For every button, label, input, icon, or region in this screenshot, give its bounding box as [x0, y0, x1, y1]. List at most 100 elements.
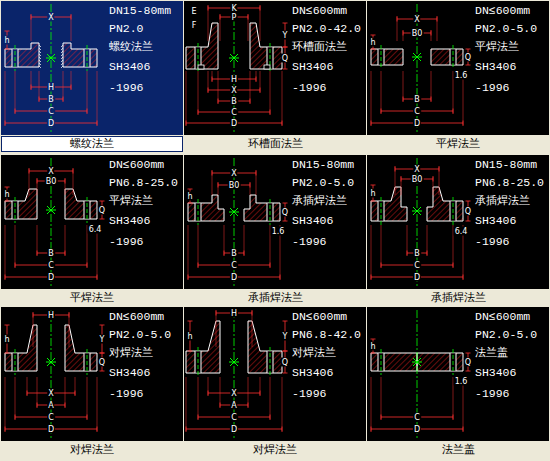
flange-section [65, 325, 97, 371]
extension-line [29, 168, 30, 195]
flange-section [5, 43, 39, 67]
extension-line [73, 168, 74, 195]
extension-line [401, 176, 402, 195]
hole-centerline [87, 45, 88, 71]
extension-line [208, 5, 209, 41]
center-cross [413, 358, 421, 366]
center-cross [47, 54, 55, 62]
spec-text: PN2.0-5.0 [475, 22, 537, 36]
flange-panel: DN15-80mmPN2.0-5.0承插焊法兰SH3406-1996XB0hQ1… [184, 155, 366, 289]
dimension-label: E [190, 7, 197, 16]
dimension-label: A [47, 401, 54, 410]
extension-line [5, 225, 6, 280]
extension-line [248, 14, 249, 41]
dimension-label: h [369, 38, 376, 47]
bolt-hole-edge [450, 353, 451, 371]
extension-line [224, 225, 225, 256]
flange-drawing [184, 1, 366, 135]
caption-bar: 对焊法兰 [184, 442, 366, 458]
dimension-tick [466, 65, 471, 66]
thread-mark [39, 57, 41, 59]
hole-centerline [381, 197, 382, 225]
dimension-label: 6.4 [454, 227, 469, 236]
dimension-tick [371, 201, 376, 202]
dimension-label: D [230, 273, 238, 282]
thread-mark [61, 57, 63, 59]
dimension-label: C [413, 107, 421, 116]
thread-mark [61, 51, 63, 53]
extension-line [208, 71, 209, 93]
extension-line [439, 166, 440, 195]
extension-line [212, 71, 213, 82]
hole-centerline [15, 45, 16, 71]
spec-text: DN≤600mm [475, 4, 530, 18]
bolt-hole-edge [195, 351, 196, 373]
extension-line [5, 71, 6, 126]
center-cross [47, 206, 55, 214]
extension-line [186, 377, 187, 432]
flange-type: 环槽面法兰 [292, 40, 347, 54]
flange-type: 法兰盖 [475, 346, 508, 360]
extension-line [31, 71, 32, 90]
extension-line [397, 16, 398, 41]
bolt-hole-edge [90, 353, 91, 371]
dimension-label: X [47, 13, 54, 22]
thread-mark [61, 48, 63, 50]
flange-section [417, 353, 463, 371]
thread-mark [61, 45, 63, 47]
extension-line [65, 178, 66, 195]
dimension-label: h [369, 342, 376, 351]
bolt-hole-edge [378, 353, 379, 371]
caption-bar: 平焊法兰 [367, 136, 549, 152]
dimension-label: Q [464, 358, 472, 367]
hole-centerline [87, 349, 88, 375]
caption-text: 对焊法兰 [70, 443, 114, 456]
dimension-tick [188, 351, 193, 352]
extension-line [5, 377, 6, 432]
spec-text: PN2.0-5.0 [109, 328, 171, 342]
extension-line [97, 377, 98, 432]
dimension-label: 6.4 [88, 225, 103, 234]
dimension-tick [283, 69, 288, 70]
bolt-hole-edge [378, 49, 379, 65]
thread-mark [39, 48, 41, 50]
bolt-hole-edge [456, 49, 457, 65]
dimension-label: C [413, 261, 421, 270]
extension-line [218, 71, 219, 104]
extension-line [65, 377, 66, 408]
dimension-label: B [230, 97, 238, 106]
flange-panel: DN≤600mmPN2.0-42.0环槽面法兰SH3406-1996KPEFYQ… [184, 1, 366, 135]
spec-text: PN6.8-25.0 [109, 176, 178, 190]
flange-panel: DN≤600mmPN6.8-25.0平焊法兰SH3406-1996XB0hQ6.… [1, 155, 183, 289]
bolt-hole-edge [195, 203, 196, 221]
dimension-label: D [230, 119, 238, 128]
flange-drawing [367, 155, 549, 289]
dimension-label: D [413, 119, 421, 128]
extension-line [212, 170, 213, 195]
flange-section [427, 187, 463, 221]
flange-section [5, 325, 37, 371]
spec-text: DN≤600mm [292, 4, 347, 18]
ring-groove [198, 65, 204, 69]
caption-text: 承插焊法兰 [431, 291, 486, 304]
extension-line [381, 71, 382, 114]
dimension-label: C [413, 413, 421, 422]
extension-line [75, 377, 76, 396]
dimension-label: Q [281, 54, 289, 63]
extension-line [371, 225, 372, 280]
flange-section [248, 321, 282, 373]
dimension-tick [371, 339, 376, 340]
spec-text: PN2.0-42.0 [292, 22, 361, 36]
extension-line [371, 71, 372, 126]
flange-section [63, 43, 97, 67]
dimension-label: C [47, 107, 55, 116]
bolt-hole-edge [12, 49, 13, 67]
flange-drawing [1, 155, 183, 289]
extension-line [270, 377, 271, 420]
dimension-label: F [191, 21, 198, 30]
extension-line [33, 312, 34, 347]
dimension-label: C [230, 413, 238, 422]
center-cross [413, 53, 421, 61]
extension-line [260, 5, 261, 41]
